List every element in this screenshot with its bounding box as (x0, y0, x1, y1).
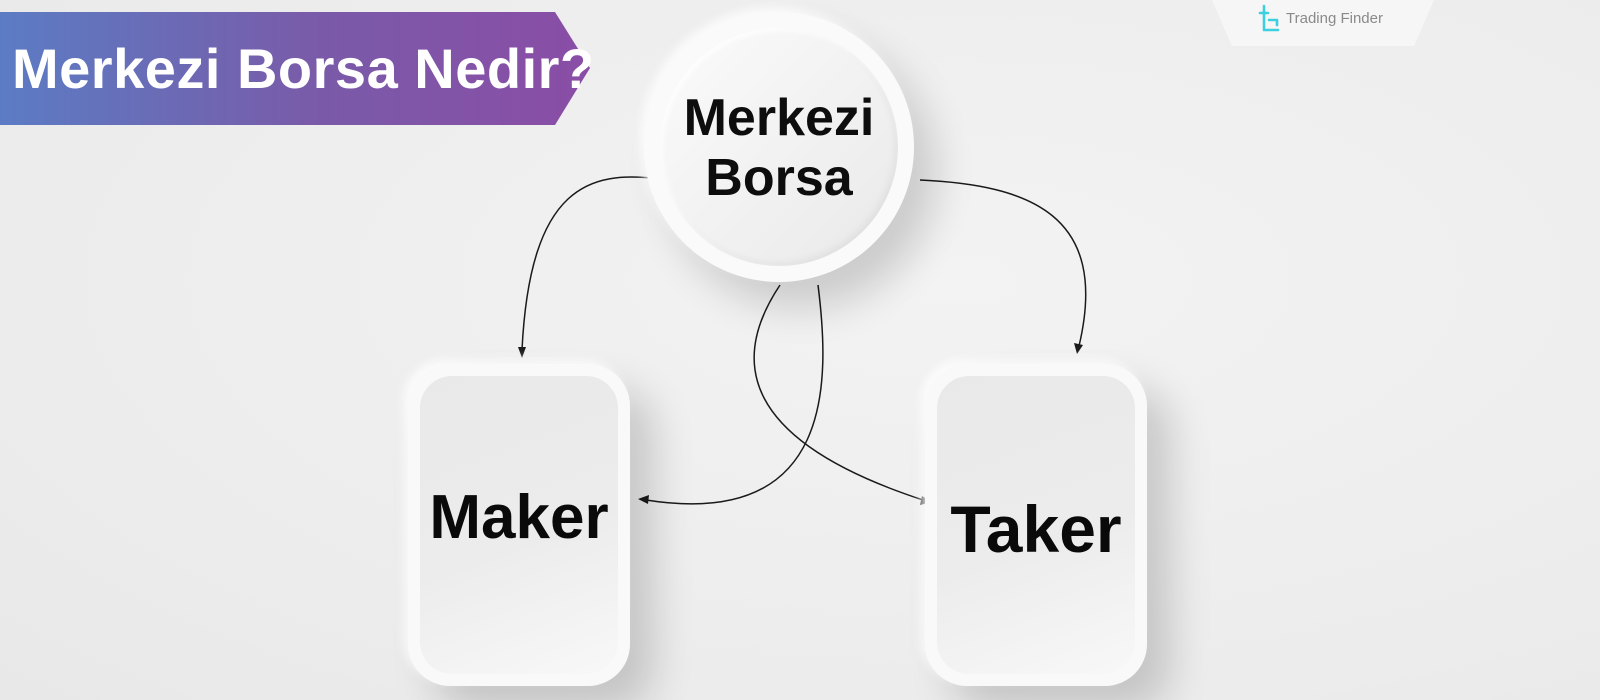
arrowhead-maker-side (638, 495, 649, 504)
taker-label: Taker (950, 492, 1122, 566)
arrow-hub-to-taker-top (919, 179, 1087, 347)
taker-node: Taker (925, 364, 1147, 686)
arrowhead-taker-top (1074, 343, 1083, 354)
brand-name: Trading Finder (1286, 10, 1383, 27)
central-exchange-node: Merkezi Borsa (644, 12, 914, 282)
central-exchange-label: Merkezi Borsa (683, 89, 875, 207)
arrow-hub-to-maker-side (645, 284, 824, 505)
title-banner (0, 12, 590, 125)
maker-node-inner: Maker (420, 376, 618, 674)
maker-label: Maker (429, 483, 609, 552)
central-exchange-inner: Merkezi Borsa (660, 28, 898, 266)
trading-finder-logo-icon (1258, 4, 1280, 32)
logo-tab (1212, 0, 1434, 46)
arrow-hub-to-maker-top (521, 176, 661, 351)
page-title: Merkezi Borsa Nedir? (12, 37, 595, 100)
taker-node-inner: Taker (937, 376, 1135, 674)
maker-node: Maker (408, 364, 630, 686)
arrow-hub-to-taker-side (753, 284, 924, 501)
arrowhead-maker-top (518, 347, 526, 358)
